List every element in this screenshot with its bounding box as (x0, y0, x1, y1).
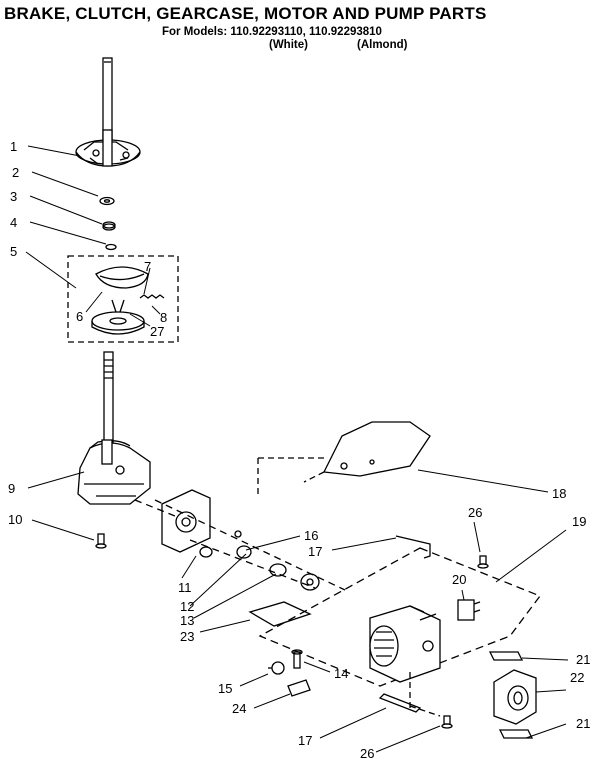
pump-gasket (161, 489, 211, 553)
clamp-24 (287, 679, 311, 697)
callout-20: 20 (452, 572, 466, 587)
callout-26-lower: 26 (360, 746, 374, 761)
motor-group-box (258, 547, 542, 687)
pump-housing-22 (493, 669, 537, 725)
color-white-label: (White) (269, 39, 308, 51)
callout-1: 1 (10, 139, 17, 154)
shield-23 (248, 601, 312, 627)
callout-15: 15 (218, 681, 232, 696)
washer-2 (99, 196, 115, 206)
callout-21: 21 (576, 652, 590, 667)
bolt-10 (95, 533, 107, 549)
callout-6: 6 (76, 309, 83, 324)
clutch-band (95, 266, 149, 289)
page-title: BRAKE, CLUTCH, GEARCASE, MOTOR AND PUMP … (4, 4, 487, 23)
brake-assembly (75, 129, 141, 167)
callout-18: 18 (552, 486, 566, 501)
callout-22: 22 (570, 670, 584, 685)
clutch-group-box (67, 255, 179, 343)
callout-12: 12 (180, 599, 194, 614)
callout-11: 11 (178, 580, 192, 595)
screw-26-top (477, 555, 489, 569)
bolt-14 (291, 649, 303, 669)
callout-7: 7 (144, 259, 151, 274)
callout-26: 26 (468, 505, 482, 520)
callout-24: 24 (232, 701, 246, 716)
callout-10: 10 (8, 512, 22, 527)
models-line: For Models: 110.92293110, 110.92293810 (162, 26, 382, 38)
gearcase (77, 439, 151, 505)
switch-20 (457, 599, 481, 621)
spin-shaft (103, 351, 114, 453)
clip-21 (488, 651, 524, 661)
clip-21-bottom (498, 729, 534, 739)
callout-8: 8 (160, 310, 167, 325)
callout-16: 16 (304, 528, 318, 543)
callout-27: 27 (150, 324, 164, 339)
callout-9: 9 (8, 481, 15, 496)
callout-2: 2 (12, 165, 19, 180)
spring-7 (139, 294, 165, 299)
washer-3 (102, 221, 116, 231)
strip-17-bottom (378, 693, 422, 713)
motor (369, 605, 441, 683)
callout-23: 23 (180, 629, 194, 644)
callout-21-lower: 21 (576, 716, 590, 731)
callout-14: 14 (334, 666, 348, 681)
rod-17 (395, 535, 431, 559)
callout-3: 3 (10, 189, 17, 204)
pump-parts-11-16 (199, 530, 320, 591)
callout-19: 19 (572, 514, 586, 529)
callout-13: 13 (180, 613, 194, 628)
callout-4: 4 (10, 215, 17, 230)
callout-5: 5 (10, 244, 17, 259)
color-almond-label: (Almond) (357, 39, 408, 51)
plug-15 (268, 661, 285, 675)
callout-17: 17 (308, 544, 322, 559)
screw-26-bottom (441, 715, 453, 729)
clutch-hub (91, 299, 145, 335)
ring-4 (105, 243, 117, 251)
callout-17-lower: 17 (298, 733, 312, 748)
motor-cover-18 (323, 421, 431, 477)
